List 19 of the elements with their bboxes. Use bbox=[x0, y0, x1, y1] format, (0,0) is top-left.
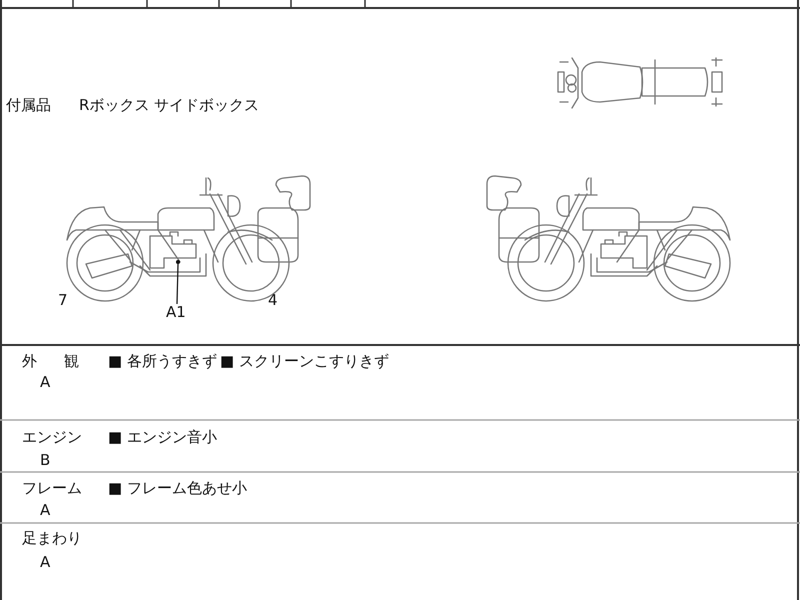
category-label: 足まわり bbox=[22, 529, 82, 547]
condition-note: ■ エンジン音小 bbox=[108, 428, 217, 446]
callout-number: 4 bbox=[268, 291, 278, 309]
callout-number: 7 bbox=[58, 291, 68, 309]
condition-note: ■ スクリーンこすりきず bbox=[220, 352, 389, 370]
leader-line bbox=[176, 264, 179, 304]
engine-point bbox=[176, 260, 180, 264]
grade-text: A bbox=[40, 373, 50, 391]
grade-text: B bbox=[40, 451, 50, 469]
category-label: エンジン bbox=[22, 428, 82, 446]
grade-text: A bbox=[40, 501, 50, 519]
accessories-label: 付属品 bbox=[6, 96, 51, 114]
grade-text: A bbox=[40, 553, 50, 571]
category-label: フレーム bbox=[22, 479, 82, 497]
accessories-text: Rボックス サイドボックス bbox=[79, 96, 260, 114]
condition-note: ■ 各所うすきず bbox=[108, 352, 217, 370]
callout-label: A1 bbox=[166, 303, 186, 321]
category-label: 外 観 bbox=[22, 352, 79, 370]
condition-note: ■ フレーム色あせ小 bbox=[108, 479, 247, 497]
